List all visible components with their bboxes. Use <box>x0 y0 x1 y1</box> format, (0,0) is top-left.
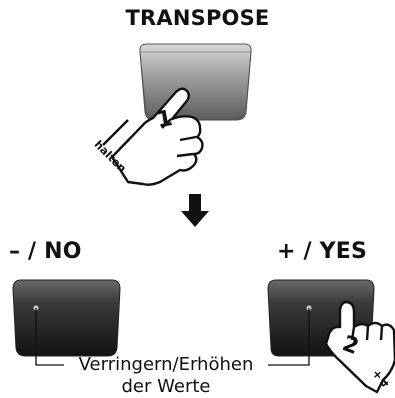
hand-press-icon-2 <box>324 300 395 394</box>
minus-no-button[interactable] <box>12 279 121 357</box>
arrow-down-icon <box>181 194 209 227</box>
description-line-1: Verringern/Erhöhen <box>78 354 254 375</box>
plus-yes-label: + / YES <box>277 239 367 264</box>
hand-press-icon <box>102 87 204 186</box>
transpose-title: TRANSPOSE <box>125 6 270 30</box>
minus-no-label: – / NO <box>9 239 82 264</box>
connector-lines <box>33 305 312 366</box>
description-line-2: der Werte <box>121 376 211 397</box>
step-1-number: 1 <box>155 106 174 133</box>
